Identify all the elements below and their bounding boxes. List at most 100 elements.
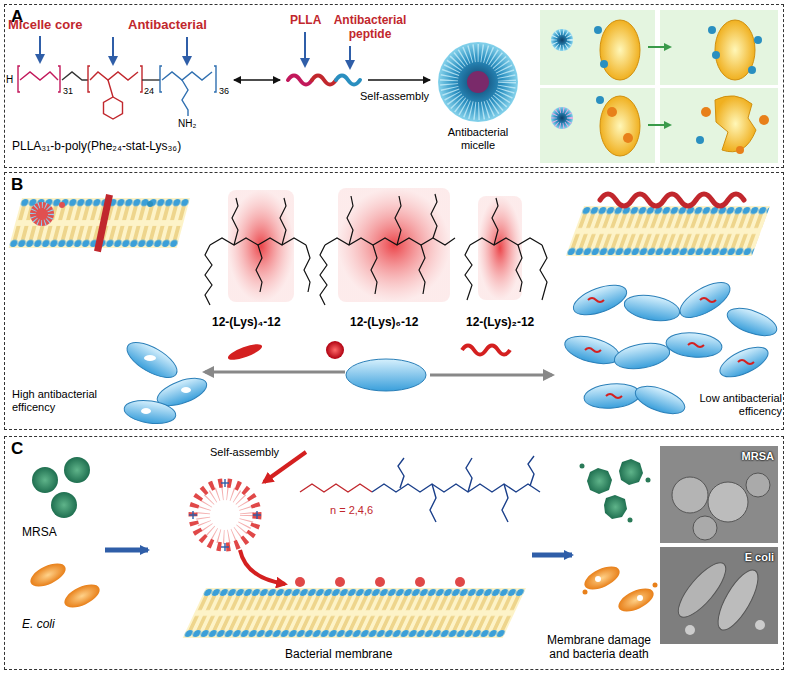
micelle-bacteria-panels [540, 10, 778, 163]
panel-frame: CMRSAE coli [4, 436, 784, 670]
illustration-polyline [395, 196, 401, 245]
illustration-circle [628, 518, 633, 523]
illustration-circle [607, 107, 617, 117]
illustration-ellipse [600, 96, 640, 156]
illustration-polyline [182, 80, 188, 116]
illustration-ellipse [715, 20, 755, 80]
illustration-circle [746, 473, 770, 497]
pointer-arrow [349, 46, 351, 68]
illustration-circle [335, 577, 345, 587]
illustration-circle [467, 71, 489, 93]
illustration-polyline [516, 245, 522, 292]
bacterium [346, 359, 426, 391]
trend-arrow [205, 371, 345, 374]
illustration-circle [583, 590, 588, 595]
illustration-polyline [398, 458, 404, 488]
illustration-path [585, 348, 601, 352]
compound-name: 12-(Lys)₂-12 [466, 316, 534, 330]
illustration-rect [540, 88, 655, 163]
pore-peptide [94, 194, 113, 252]
illustration-g [205, 198, 310, 305]
pointer-arrow [112, 37, 114, 64]
illustration-polyline [304, 245, 310, 292]
illustration-ellipse [570, 279, 631, 321]
illustration-circle [580, 464, 585, 469]
nanorod [226, 341, 263, 363]
illustration-polyline [20, 72, 58, 80]
peptide-micelle [189, 479, 261, 551]
outcome-label: Low antibacterial efficency [690, 392, 782, 417]
illustration-rect [566, 206, 770, 256]
image-label: MRSA [742, 450, 774, 462]
illustration-polyline [232, 198, 238, 245]
process-arrow [105, 548, 148, 553]
illustration-circle [59, 202, 65, 208]
illustration-polyline [528, 456, 534, 486]
illustration-circle [672, 477, 708, 513]
illustration-ellipse [122, 336, 182, 385]
panel-frame: B [4, 172, 784, 430]
illustration-ellipse [632, 381, 688, 419]
illustration-ellipse [581, 562, 623, 594]
illustration-ellipse [144, 355, 156, 361]
illustration-circle [147, 201, 153, 207]
illustration-ellipse [123, 397, 178, 426]
illustration-polyline [430, 484, 436, 522]
illustration-polyline [280, 198, 286, 245]
illustration-polyline [162, 72, 212, 80]
bacterial-membrane [183, 588, 526, 638]
illustration-ellipse [141, 408, 151, 414]
outcome-label: High antibacterial efficency [12, 388, 117, 413]
illustration-polyline [466, 458, 472, 492]
illustration-polyline [325, 238, 455, 245]
illustration-circle [596, 96, 604, 104]
illustration-polyline [372, 484, 540, 492]
illustration-circle [455, 577, 465, 587]
illustration-circle [594, 26, 602, 34]
illustration-circle [295, 577, 305, 587]
illustration-path [619, 459, 643, 485]
organism-label: MRSA [22, 526, 57, 540]
illustration-ellipse [612, 339, 671, 372]
nanofiber [462, 346, 510, 355]
illustration-ellipse [711, 565, 766, 636]
annotation: Antibacterial peptide [328, 14, 412, 42]
illustration-circle [693, 516, 717, 540]
illustration-circle [415, 577, 425, 587]
illustration-path [588, 298, 604, 302]
illustration-circle [748, 66, 756, 74]
pllа-structure [18, 66, 216, 119]
double-arrow [234, 79, 280, 81]
illustration-circle [623, 133, 633, 143]
illustration-rect [338, 188, 450, 302]
bacteria-after [580, 459, 658, 616]
illustration-polyline [419, 245, 425, 294]
illustration-ellipse [622, 291, 681, 324]
illustration-line [256, 511, 257, 519]
illustration-g [585, 298, 754, 398]
process-label: Self-assembly [360, 90, 429, 103]
illustration-circle [375, 577, 385, 587]
illustration-circle [32, 467, 58, 493]
illustration-path [160, 66, 162, 92]
illustration-line [108, 80, 113, 97]
rods-left [122, 336, 210, 427]
illustration-rect [660, 446, 778, 543]
assembly-arrow [368, 79, 430, 81]
trend-arrow [430, 374, 552, 377]
illustration-circle [759, 115, 769, 125]
illustration-polyline [300, 484, 372, 492]
annotation: Micelle core [8, 18, 82, 33]
illustration-circle [33, 205, 51, 223]
illustration-ellipse [27, 559, 69, 591]
illustration-circle [30, 202, 54, 226]
annotation: PLLA [290, 14, 321, 28]
illustration-polyline [256, 245, 262, 292]
polymer-wave [288, 76, 360, 85]
pointer-arrow [39, 36, 41, 62]
illustration-circle [736, 146, 744, 154]
illustration-path [58, 66, 60, 92]
polymer-formula: PLLA₃₁-b-poly(Phe₂₄-stat-Lys₃₆) [12, 140, 181, 154]
sem-image: E coli [661, 548, 779, 645]
illustration-rect [228, 190, 294, 302]
